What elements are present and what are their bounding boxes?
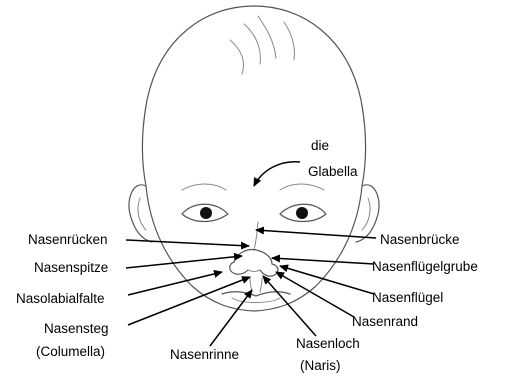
baby-face-drawing: [129, 6, 379, 311]
label-nasenrinne: Nasenrinne: [170, 347, 239, 362]
pointer-lines: [126, 162, 376, 346]
right-pupil: [296, 207, 308, 219]
right-ear-inner: [362, 198, 370, 230]
left-ear-inner: [138, 198, 146, 230]
label-nasensteg-line2: (Columella): [36, 344, 105, 359]
label-glabella-line1: die: [311, 138, 329, 153]
right-eyebrow: [280, 184, 324, 190]
label-nasenruecken: Nasenrücken: [28, 232, 108, 247]
hair-wisp: [244, 24, 260, 64]
nasenspitze-arrow: [126, 256, 242, 268]
label-nasensteg-line1: Nasensteg: [44, 321, 109, 336]
label-nasenfluegelgrube: Nasenflügelgrube: [372, 259, 478, 274]
lower-lip: [232, 298, 280, 303]
hair-wisp: [284, 22, 295, 60]
right-ear: [356, 185, 379, 242]
label-nasenloch-line2: (Naris): [300, 358, 341, 373]
label-nasolabialfalte: Nasolabialfalte: [16, 291, 105, 306]
right-nostril-wing: [260, 264, 278, 276]
label-nasenrand: Nasenrand: [352, 314, 418, 329]
hair-wisp: [258, 16, 276, 58]
nasenrinne-arrow: [210, 290, 252, 346]
labels: die Glabella Nasenrücken Nasenspitze Nas…: [16, 138, 478, 373]
nasenfluegelgrube-arrow: [272, 258, 374, 264]
label-glabella-line2: Glabella: [308, 164, 358, 179]
label-nasenfluegel: Nasenflügel: [372, 290, 443, 305]
label-nasenloch-line1: Nasenloch: [296, 336, 360, 351]
nasenbruecke-arrow: [256, 230, 376, 238]
left-ear: [129, 185, 152, 242]
nasenfluegel-arrow: [280, 266, 374, 294]
nasenruecken-arrow: [126, 240, 249, 246]
nasenloch-arrow: [263, 276, 316, 336]
label-nasenspitze: Nasenspitze: [34, 260, 108, 275]
left-eyebrow: [182, 184, 226, 190]
nostril-base: [248, 270, 260, 272]
hair-wisp: [230, 40, 244, 74]
head-outline: [142, 6, 365, 311]
label-nasenbruecke: Nasenbrücke: [380, 232, 460, 247]
glabella-arrow: [254, 162, 300, 186]
philtrum-line: [260, 278, 262, 292]
nasenrand-arrow: [276, 272, 354, 317]
nose-bridge-line: [254, 222, 258, 250]
left-nostril-wing: [230, 262, 248, 274]
left-pupil: [200, 207, 212, 219]
nasolabialfalte-arrow: [128, 272, 222, 295]
